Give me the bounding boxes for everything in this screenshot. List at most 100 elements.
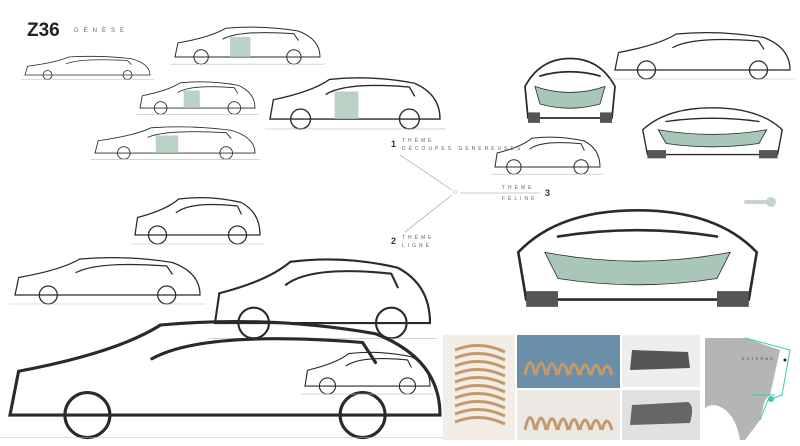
wood-slat	[567, 418, 581, 431]
car-accent	[183, 90, 200, 108]
theme-3-sub: FÉLINE	[502, 196, 538, 202]
car-window	[325, 84, 416, 97]
car-wheel	[528, 112, 540, 123]
card-dot	[768, 396, 774, 402]
car-body	[642, 107, 783, 156]
wood-slat	[454, 400, 506, 410]
car-wheel	[526, 291, 558, 307]
theme-1-sub: DÉCOUPES GÉNÉREUSES	[402, 146, 524, 152]
car-body	[14, 257, 201, 296]
wood-slat	[454, 352, 506, 362]
car-window	[147, 131, 232, 139]
wood-slat	[589, 419, 603, 431]
reference-photos	[443, 335, 800, 440]
wood-slat	[454, 360, 506, 370]
car-sketch	[609, 32, 796, 80]
car-body	[174, 26, 321, 58]
key-icon	[744, 200, 768, 204]
car-sketch	[21, 55, 154, 80]
wood-slat	[454, 416, 506, 426]
car-body	[524, 57, 616, 119]
car-body	[8, 319, 442, 417]
wood-slat	[600, 419, 614, 431]
card-marker	[783, 358, 787, 362]
car-accent	[155, 135, 179, 153]
wood-slat	[534, 416, 548, 431]
car-windshield	[556, 228, 719, 238]
wood-slat	[454, 368, 506, 378]
bench-seat	[630, 350, 690, 370]
car-body	[139, 81, 256, 109]
card-outline	[744, 337, 791, 421]
car-body	[94, 126, 256, 154]
car-sketch	[264, 77, 446, 130]
wood-slat	[454, 376, 506, 386]
car-wheel	[717, 291, 749, 307]
car-sketch	[516, 208, 759, 307]
car-sketch	[131, 196, 264, 245]
car-window	[150, 337, 378, 365]
wood-slat	[578, 418, 592, 431]
wood-slat	[567, 363, 581, 376]
car-sketch	[642, 107, 783, 159]
car-grille	[657, 129, 768, 148]
car-window	[222, 32, 299, 41]
car-grille	[534, 85, 606, 109]
wood-slat	[556, 362, 570, 376]
car-sketch	[136, 81, 259, 115]
car-body	[134, 196, 261, 236]
car-window	[529, 142, 585, 151]
wood-slat	[454, 392, 506, 402]
wood-slat	[454, 408, 506, 418]
reference-card-label: EXTERNE	[742, 356, 775, 361]
car-sketch	[301, 351, 434, 395]
theme-2-label: THÈME	[402, 235, 435, 241]
theme-2-number: 2	[391, 236, 397, 246]
car-window	[65, 59, 132, 65]
key-icon-head	[766, 197, 776, 207]
wood-slat	[454, 344, 506, 354]
car-window	[75, 263, 173, 275]
car-sketch	[491, 136, 604, 175]
car-body	[304, 351, 431, 387]
car-wheel	[759, 150, 778, 159]
wood-slat	[454, 384, 506, 394]
car-grille	[544, 251, 731, 286]
theme-3-label: THÈME	[502, 185, 535, 191]
car-window	[345, 358, 412, 368]
car-wheel	[647, 150, 666, 159]
car-body	[614, 32, 791, 71]
car-body	[213, 258, 432, 325]
wood-slat	[534, 361, 548, 376]
car-windshield	[539, 70, 601, 77]
wood-slat	[523, 361, 537, 376]
car-window	[672, 38, 765, 50]
project-title: Z36	[27, 20, 60, 41]
theme-3-number: 3	[545, 188, 551, 198]
car-window	[284, 270, 399, 289]
car-sketch	[9, 257, 206, 305]
wood-slat	[523, 416, 537, 431]
wood-slat	[556, 417, 570, 431]
theme-1-label: THÈME	[402, 138, 435, 144]
car-window	[177, 86, 239, 94]
car-body	[24, 55, 151, 76]
car-sketch	[90, 126, 260, 160]
card-shape	[705, 338, 780, 440]
theme-1-number: 1	[391, 139, 397, 149]
car-windshield	[665, 117, 760, 123]
car-accent	[334, 91, 359, 119]
wood-slat	[600, 364, 614, 376]
photo-wood-bench-2	[517, 390, 620, 440]
car-body	[269, 77, 441, 120]
car-accent	[230, 37, 251, 57]
car-sketch	[0, 319, 453, 440]
theme-hub	[453, 190, 457, 194]
photo-wood-bench-1	[517, 335, 620, 388]
car-wheel	[600, 112, 612, 123]
theme-2-sub: LIGNE	[402, 243, 433, 249]
wood-slat	[545, 362, 559, 376]
car-sketch	[524, 57, 616, 123]
